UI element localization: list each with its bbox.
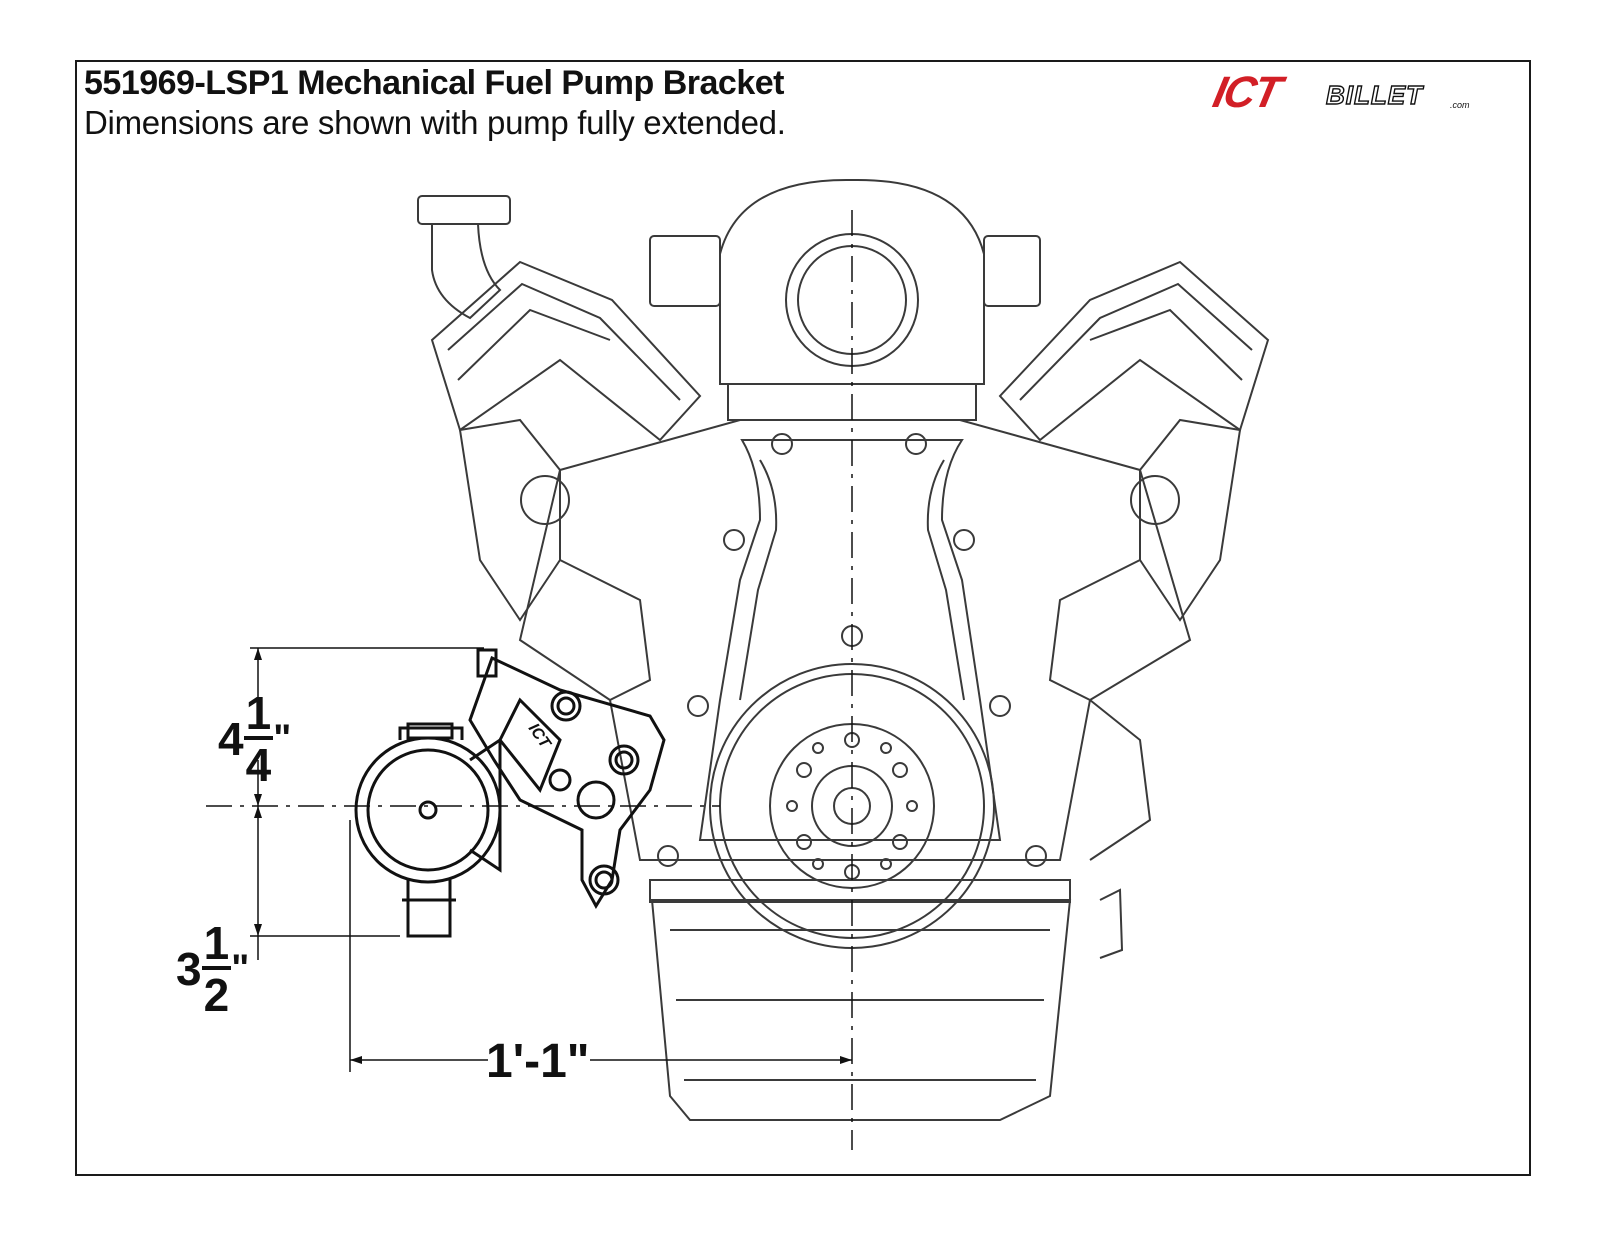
fuel-pump [354, 722, 502, 938]
ict-billet-logo: ICT BILLET .com [1209, 68, 1494, 117]
dimension-arrows [254, 648, 852, 1064]
dimension-lower-numerator: 1 [201, 917, 232, 970]
intake-manifold [719, 178, 985, 385]
page-title: 551969-LSP1 Mechanical Fuel Pump Bracket [84, 64, 784, 102]
centerlines [206, 210, 853, 1150]
logo-billet-text: BILLET [1325, 79, 1423, 110]
timing-cover [698, 439, 1002, 841]
dimension-lower-unit: " [231, 947, 250, 990]
engine-block [518, 419, 1192, 861]
dimension-upper-denominator: 4 [245, 739, 272, 791]
drawing-frame [75, 60, 1531, 1176]
oil-cap [417, 195, 511, 225]
dimension-lower-denominator: 2 [203, 969, 230, 1021]
engine-outline [417, 178, 1270, 1121]
throttle-body [785, 233, 919, 367]
left-head [458, 418, 561, 622]
dimension-lower-whole: 3 [176, 943, 202, 995]
oil-pan [650, 899, 1072, 1121]
dimension-upper-numerator: 1 [243, 687, 274, 740]
left-valve-cover [430, 260, 702, 442]
dimension-horizontal: 1'-1" [486, 1035, 590, 1088]
page-subtitle: Dimensions are shown with pump fully ext… [84, 104, 786, 141]
bracket-ict-mark: ICT [525, 721, 554, 753]
dimension-upper-whole: 4 [218, 713, 244, 765]
right-valve-cover [998, 260, 1270, 442]
logo-com-text: .com [1450, 100, 1470, 110]
fuel-pump-bracket [468, 648, 666, 910]
dimension-upper-unit: " [273, 717, 292, 760]
